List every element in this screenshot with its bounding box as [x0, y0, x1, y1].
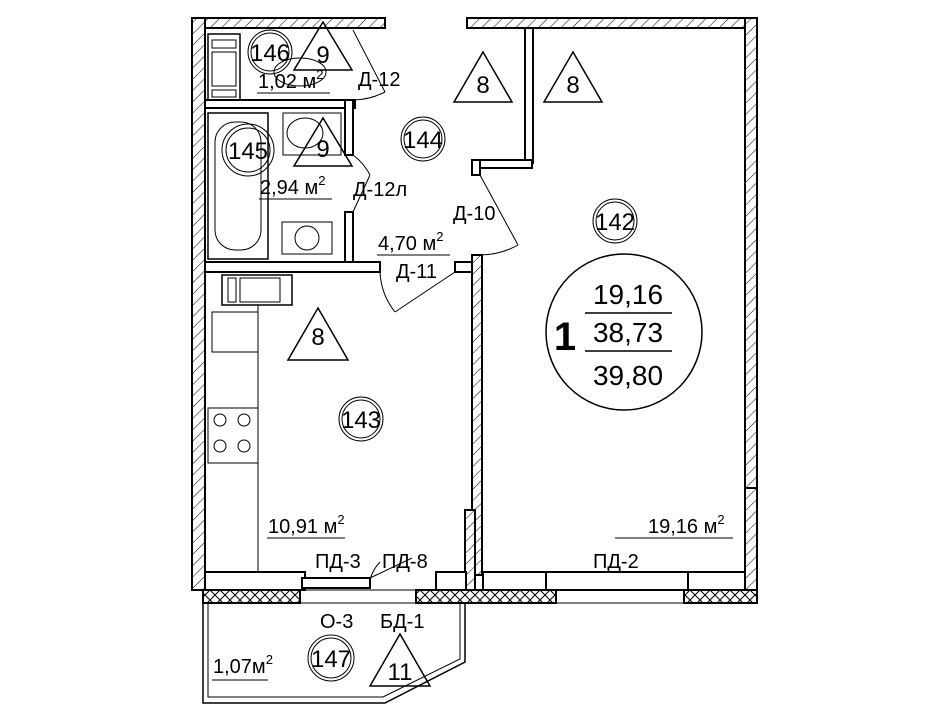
svg-text:9: 9	[316, 136, 329, 163]
svg-text:147: 147	[311, 646, 351, 673]
svg-text:144: 144	[403, 127, 443, 154]
svg-text:8: 8	[476, 72, 489, 99]
room-142-marker: 142	[592, 198, 638, 244]
triangle-147: 11	[368, 632, 432, 687]
area-147: 1,07м2	[213, 652, 273, 678]
door-d11: Д-11	[396, 261, 437, 283]
door-d10: Д-10	[453, 203, 495, 225]
fixtures	[207, 29, 519, 581]
area-145: 2,94 м2	[260, 173, 325, 199]
svg-text:8: 8	[566, 72, 579, 99]
room-145-marker: 145	[221, 123, 275, 177]
triangle-146: 9	[292, 20, 354, 71]
area-labels: 1,02 м2 2,94 м2 4,70 м2 10,91 м2 19,16 м…	[212, 67, 733, 681]
room-143-marker: 143	[338, 396, 384, 442]
area-146: 1,02 м2	[258, 67, 323, 93]
area-144: 4,70 м2	[378, 229, 443, 255]
svg-text:11: 11	[388, 659, 413, 686]
svg-text:143: 143	[341, 407, 381, 434]
living-area: 19,16	[593, 279, 663, 310]
triangle-145: 9	[292, 116, 354, 167]
svg-text:145: 145	[228, 138, 268, 165]
room-markers: 146 145 144 143 142 147	[221, 29, 638, 682]
svg-text:146: 146	[250, 40, 290, 67]
door-d12: Д-12	[358, 69, 400, 91]
room-147-marker: 147	[307, 634, 355, 682]
finish-triangles: 9 9 8 8 8 11	[286, 20, 604, 687]
triangle-144: 8	[452, 50, 514, 103]
area-143: 10,91 м2	[268, 512, 345, 538]
area-142: 19,16 м2	[648, 512, 725, 538]
total-with-balcony: 39,80	[593, 360, 663, 391]
door-labels: Д-12 Д-12л Д-10 Д-11 ПД-3 ПД-8 ПД-2 О-3 …	[315, 69, 639, 633]
door-pd2: ПД-2	[593, 551, 639, 573]
total-area: 38,73	[593, 317, 663, 348]
room-144-marker: 144	[400, 116, 446, 162]
triangle-143: 8	[286, 306, 350, 361]
door-pd8: ПД-8	[382, 551, 428, 573]
svg-text:142: 142	[595, 209, 635, 236]
apartment-summary: 1 19,16 38,73 39,80	[545, 253, 703, 411]
door-pd3: ПД-3	[315, 551, 361, 573]
svg-text:9: 9	[316, 42, 329, 69]
svg-text:8: 8	[311, 324, 324, 351]
door-bd1: БД-1	[380, 611, 424, 633]
triangle-142-top: 8	[542, 50, 604, 103]
door-d12l: Д-12л	[353, 179, 407, 201]
rooms-count: 1	[554, 315, 576, 359]
walls	[191, 17, 758, 704]
window-o3: О-3	[320, 611, 353, 633]
room-146-marker: 146	[247, 29, 293, 75]
